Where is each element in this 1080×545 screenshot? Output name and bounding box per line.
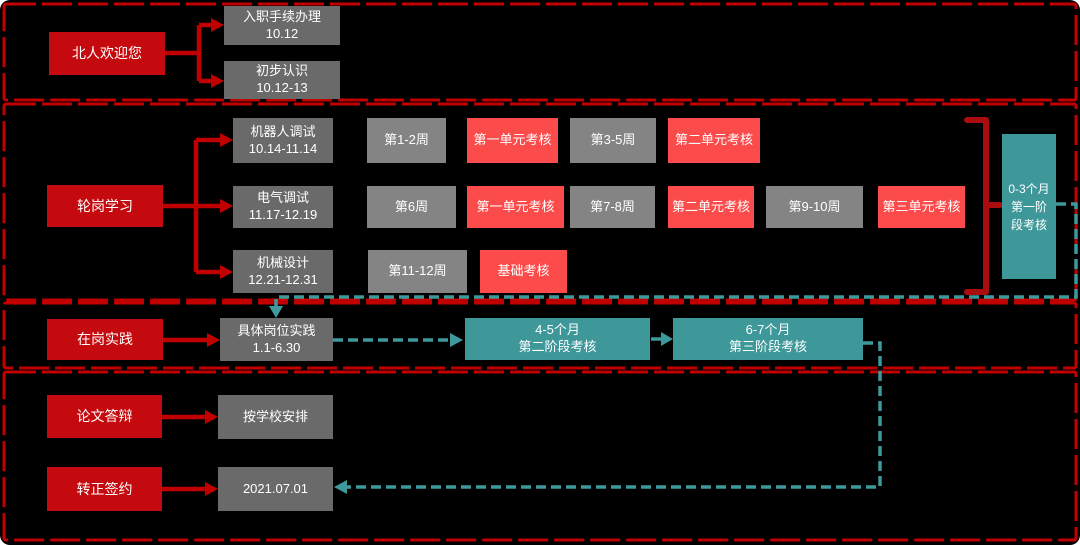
week-cell: 第1-2周 bbox=[367, 118, 446, 163]
week-cell: 第11-12周 bbox=[368, 250, 467, 293]
track-mech-box: 机械设计 12.21-12.31 bbox=[233, 250, 333, 293]
practice-label: 在岗实践 bbox=[77, 331, 133, 348]
track-robot-box: 机器人调试 10.14-11.14 bbox=[233, 118, 333, 163]
thesis-label: 论文答辩 bbox=[76, 408, 133, 425]
job-date: 1.1-6.30 bbox=[252, 339, 301, 355]
week-cell: 第7-8周 bbox=[570, 186, 655, 228]
intro-step-box: 初步认识 10.12-13 bbox=[224, 61, 340, 99]
sign-box: 转正签约 bbox=[47, 467, 162, 511]
step-name: 入职手续办理 bbox=[242, 8, 321, 24]
step-date: 10.12-13 bbox=[256, 80, 308, 95]
track-name: 电气调试 bbox=[256, 190, 309, 206]
sign-date-box: 2021.07.01 bbox=[218, 467, 333, 511]
section4-border bbox=[2, 370, 1078, 542]
week-cell: 第3-5周 bbox=[570, 118, 656, 163]
thesis-result-box: 按学校安排 bbox=[218, 395, 333, 439]
welcome-label: 北人欢迎您 bbox=[72, 45, 142, 62]
stage1-to-job-connector bbox=[274, 202, 1078, 306]
exam-cell: 第三单元考核 bbox=[878, 186, 965, 228]
section2-border bbox=[2, 102, 1078, 302]
track-name: 机械设计 bbox=[256, 254, 309, 270]
track-name: 机器人调试 bbox=[250, 123, 316, 139]
section1-border bbox=[2, 2, 1078, 102]
week-cell: 第6周 bbox=[367, 186, 456, 228]
rotation-connector bbox=[163, 137, 221, 275]
welcome-box: 北人欢迎您 bbox=[49, 32, 165, 75]
exam-cell: 第二单元考核 bbox=[668, 118, 760, 163]
welcome-connector bbox=[165, 22, 212, 84]
track-electric-box: 电气调试 11.17-12.19 bbox=[233, 186, 333, 228]
exam-cell: 第一单元考核 bbox=[467, 118, 558, 163]
week-cell: 第9-10周 bbox=[766, 186, 863, 228]
step-name: 初步认识 bbox=[255, 63, 308, 79]
arrowhead-down bbox=[269, 306, 283, 318]
stage3-to-date-connector bbox=[347, 341, 882, 489]
sign-label: 转正签约 bbox=[76, 480, 133, 497]
exam-cell: 基础考核 bbox=[480, 250, 567, 293]
rotation-label: 轮岗学习 bbox=[77, 197, 133, 214]
job-name: 具体岗位实践 bbox=[237, 322, 316, 338]
arrowhead bbox=[207, 333, 220, 347]
arrowhead bbox=[205, 482, 218, 496]
exam-cell: 第一单元考核 bbox=[467, 186, 564, 228]
onboarding-step-box: 入职手续办理 10.12 bbox=[224, 6, 340, 45]
thesis-box: 论文答辩 bbox=[47, 395, 162, 438]
arrowhead-right bbox=[450, 333, 463, 347]
stage1-box: 0-3个月第一阶段考核 bbox=[1002, 134, 1056, 279]
arrowhead-right bbox=[661, 332, 673, 346]
practice-box: 在岗实践 bbox=[47, 319, 163, 360]
exam-cell: 第二单元考核 bbox=[668, 186, 754, 228]
track-date: 12.21-12.31 bbox=[248, 271, 318, 287]
arrowhead bbox=[220, 199, 233, 213]
arrowhead bbox=[220, 265, 233, 279]
arrowhead bbox=[211, 74, 224, 88]
stage2-box: 4-5个月 第二阶段考核 bbox=[465, 318, 650, 360]
arrowhead-left bbox=[334, 480, 347, 494]
rotation-bracket bbox=[964, 117, 989, 295]
arrowhead bbox=[220, 133, 233, 147]
track-date: 11.17-12.19 bbox=[248, 207, 318, 222]
track-date: 10.14-11.14 bbox=[248, 140, 318, 156]
step-date: 10.12 bbox=[265, 25, 299, 41]
arrowhead bbox=[205, 410, 218, 424]
rotation-box: 轮岗学习 bbox=[47, 185, 163, 227]
section3-border bbox=[2, 301, 1078, 370]
job-practice-box: 具体岗位实践 1.1-6.30 bbox=[220, 318, 333, 361]
arrowhead bbox=[211, 18, 224, 32]
stage3-box: 6-7个月 第三阶段考核 bbox=[673, 318, 863, 360]
